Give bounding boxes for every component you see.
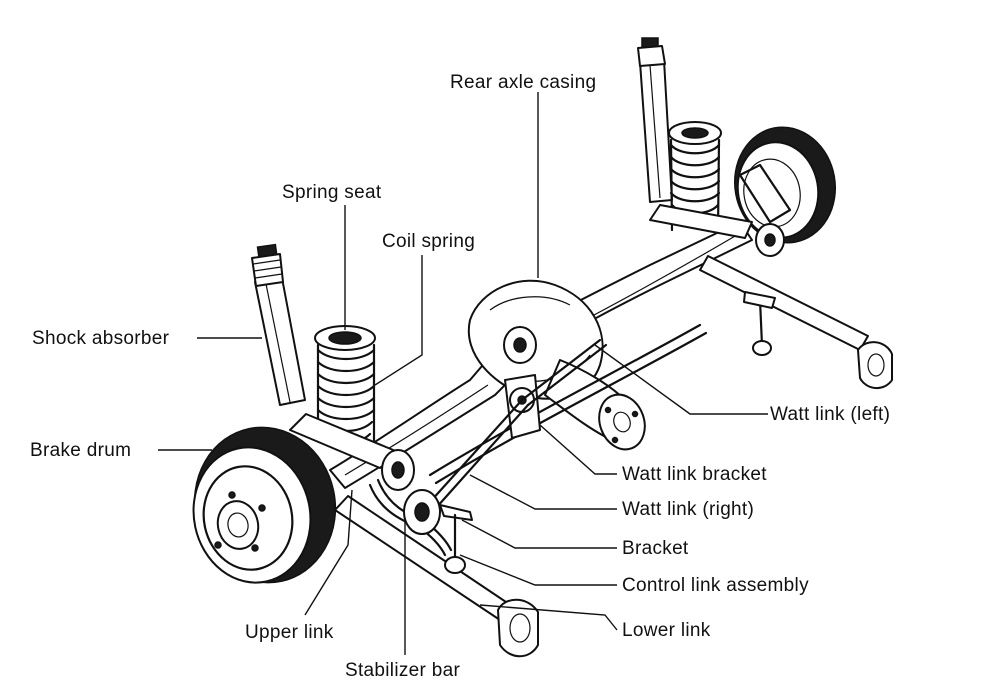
watt-link-drawing [403, 326, 608, 535]
shock-absorber-left-drawing [251, 243, 306, 406]
label-stabilizer-bar: Stabilizer bar [345, 660, 460, 681]
leader-lines [158, 92, 768, 655]
lower-links-drawing [334, 255, 893, 658]
leader-coil-spring [374, 255, 423, 386]
upper-links-drawing [289, 204, 785, 491]
leader-watt-link-left [594, 344, 768, 415]
label-spring-seat: Spring seat [282, 182, 382, 203]
leader-lower-link [479, 604, 618, 631]
leader-watt-link-bracket [539, 424, 617, 475]
leader-watt-link-right [469, 474, 617, 510]
suspension-illustration [192, 37, 893, 658]
control-link-drawing [439, 291, 776, 574]
brake-drum-right-drawing [733, 126, 837, 244]
label-shock-absorber: Shock absorber [32, 328, 170, 349]
brake-drum-left-drawing [192, 426, 337, 584]
leader-upper-link [304, 489, 353, 616]
label-control-link-assembly: Control link assembly [622, 575, 809, 596]
label-upper-link: Upper link [245, 622, 334, 643]
label-lower-link: Lower link [622, 620, 711, 641]
label-brake-drum: Brake drum [30, 440, 131, 461]
label-watt-link-left: Watt link (left) [770, 404, 890, 425]
callout-labels: Rear axle casing Spring seat Coil spring… [30, 72, 890, 681]
shock-absorber-right-drawing [637, 37, 673, 203]
label-bracket: Bracket [622, 538, 689, 559]
label-watt-link-right: Watt link (right) [622, 499, 754, 520]
label-coil-spring: Coil spring [382, 231, 475, 252]
label-rear-axle-casing: Rear axle casing [450, 72, 596, 93]
label-watt-link-bracket: Watt link bracket [622, 464, 767, 485]
axle-casing-drawing [329, 221, 753, 489]
leader-bracket [461, 519, 617, 549]
leader-control-link-assembly [459, 554, 617, 586]
